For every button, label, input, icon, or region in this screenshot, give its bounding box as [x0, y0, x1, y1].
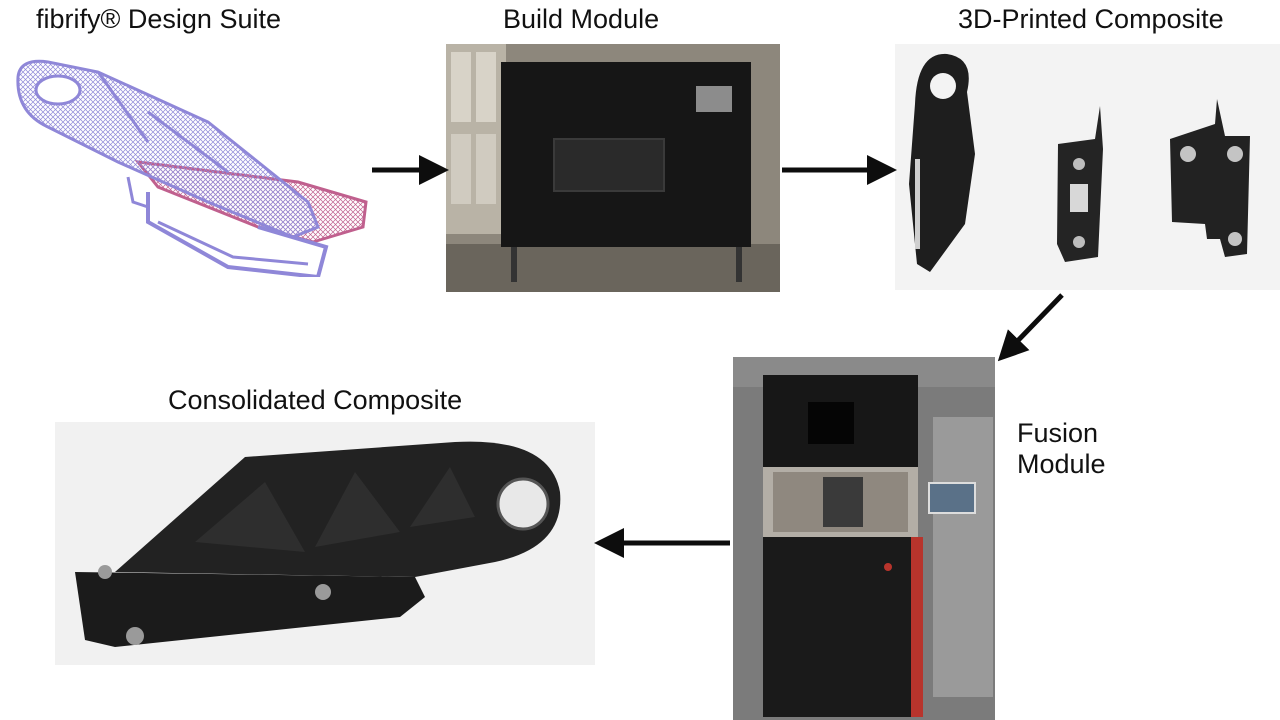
fusion-machine-base: [763, 537, 918, 717]
build-machine-illustration: [446, 44, 780, 292]
printed-part-1: [909, 53, 975, 272]
consolidated-composite-label: Consolidated Composite: [168, 385, 463, 415]
fusion-module-label: Fusion Module: [1017, 418, 1106, 480]
mesh-blue-bracket: [16, 59, 320, 239]
consolidated-part-illustration: [55, 422, 595, 665]
fusion-control-panel: [928, 482, 976, 514]
arrow-printed-to-fusion: [997, 293, 1064, 362]
mesh-lower-frame: [146, 192, 329, 277]
printed-composite-image: [895, 44, 1280, 290]
consolidated-composite-image: [55, 422, 595, 665]
fusion-machine-screen: [808, 402, 854, 444]
design-suite-label: fibrify® Design Suite: [36, 4, 281, 34]
fusion-label-line1: Fusion: [1017, 418, 1099, 448]
mesh-hole: [34, 74, 82, 106]
fusion-label-line2: Module: [1017, 449, 1106, 480]
fusion-machine-illustration: [733, 357, 995, 720]
cad-mesh-illustration: [16, 59, 368, 277]
fusion-module-image: [733, 357, 995, 720]
fusion-machine-red-panel: [911, 537, 923, 717]
printed-composite-label: 3D-Printed Composite: [958, 4, 1224, 34]
design-suite-image: [8, 52, 373, 277]
consolidated-part-hole: [496, 477, 550, 531]
printed-parts-illustration: [895, 44, 1280, 290]
consolidated-part-base: [75, 572, 425, 647]
build-module-image: [446, 44, 780, 292]
build-machine-window: [553, 138, 665, 192]
build-module-label: Build Module: [503, 4, 660, 34]
build-machine-screen: [696, 86, 732, 112]
printed-part-3: [1170, 99, 1250, 257]
